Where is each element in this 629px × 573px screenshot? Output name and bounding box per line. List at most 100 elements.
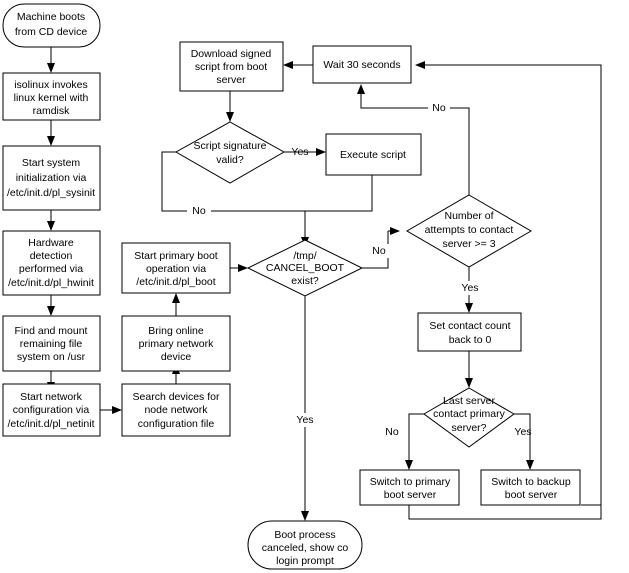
pl-boot-shape bbox=[121, 242, 231, 294]
node-netinit[interactable]: Start network configuration via /etc/ini… bbox=[2, 383, 101, 437]
download-script-line-1: Download signed bbox=[191, 48, 272, 60]
sysinit-line-2: initialization via bbox=[16, 172, 87, 184]
node-pl-boot[interactable]: Start primary boot operation via /etc/in… bbox=[121, 242, 231, 294]
reset-count-line-1: Set contact count bbox=[429, 320, 510, 332]
download-script-line-3: server bbox=[216, 74, 246, 86]
execute-script-line-1: Execute script bbox=[340, 149, 406, 161]
connectors bbox=[47, 47, 602, 521]
arrow-last-no-to-primary bbox=[405, 460, 413, 470]
label-cancel-no: No bbox=[372, 245, 386, 257]
pl-boot-line-1: Start primary boot bbox=[134, 250, 218, 262]
isolinux-line-3: ramdisk bbox=[33, 105, 71, 117]
wait-30-line-1: Wait 30 seconds bbox=[323, 59, 400, 71]
node-cancel-boot-decision[interactable]: /tmp/ CANCEL_BOOT exist? bbox=[246, 239, 364, 297]
bring-online-line-2: primary network bbox=[139, 338, 214, 350]
node-hwinit[interactable]: Hardware detection performed via /etc/in… bbox=[2, 230, 101, 296]
edge-execute-to-cancel bbox=[305, 175, 373, 212]
last-server-shape bbox=[423, 387, 515, 448]
arrow-last-yes-to-backup bbox=[526, 460, 534, 470]
last-server-line-1: Last server bbox=[443, 395, 495, 407]
attempts-shape bbox=[406, 194, 532, 268]
mount-usr-line-2: remaining file bbox=[20, 338, 83, 350]
hwinit-line-2: detection bbox=[30, 250, 73, 262]
attempts-line-3: server >= 3 bbox=[442, 238, 495, 250]
netinit-line-2: configuration via bbox=[13, 404, 90, 416]
node-switch-backup[interactable]: Switch to backup boot server bbox=[480, 469, 581, 506]
arrow-netinit-to-search bbox=[112, 406, 122, 414]
cancel-boot-line-3: exist? bbox=[291, 275, 319, 287]
sysinit-shape bbox=[2, 145, 101, 211]
boot-canceled-line-3: login prompt bbox=[276, 555, 334, 567]
label-signature-no: No bbox=[192, 205, 206, 217]
netinit-line-3: /etc/init.d/pl_netinit bbox=[8, 418, 95, 430]
mount-usr-line-3: system on /usr bbox=[17, 351, 86, 363]
label-attempts-yes: Yes bbox=[461, 282, 478, 294]
arrow-bringonline-to-plboot bbox=[172, 293, 180, 303]
bring-online-shape bbox=[121, 315, 231, 372]
node-switch-primary[interactable]: Switch to primary boot server bbox=[359, 469, 460, 506]
pl-boot-line-2: operation via bbox=[146, 263, 206, 275]
node-signature-decision[interactable]: Script signature valid? bbox=[174, 121, 286, 184]
node-mount-usr[interactable]: Find and mount remaining file system on … bbox=[2, 315, 101, 372]
node-wait-30-seconds[interactable]: Wait 30 seconds bbox=[312, 45, 412, 84]
node-execute-script[interactable]: Execute script bbox=[325, 133, 422, 176]
edge-primary-feedback bbox=[408, 64, 602, 520]
arrow-isolinux-to-sysinit bbox=[47, 136, 55, 146]
arrow-hwinit-to-mount bbox=[47, 306, 55, 316]
cancel-boot-line-2: CANCEL_BOOT bbox=[266, 262, 345, 274]
reset-count-line-2: back to 0 bbox=[449, 334, 492, 346]
cancel-boot-shape bbox=[246, 239, 364, 297]
label-last-yes: Yes bbox=[514, 426, 531, 438]
download-script-line-2: script from boot bbox=[195, 61, 267, 73]
last-server-line-3: server? bbox=[451, 422, 486, 434]
label-cancel-yes-bg bbox=[293, 413, 317, 427]
node-last-server-decision[interactable]: Last server contact primary server? bbox=[423, 387, 515, 448]
label-attempts-no: No bbox=[432, 102, 446, 114]
boot-canceled-line-1: Boot process bbox=[274, 529, 335, 541]
switch-primary-shape bbox=[359, 469, 460, 506]
arrow-plboot-to-cancelboot bbox=[238, 264, 248, 272]
bring-online-line-1: Bring online bbox=[148, 325, 204, 337]
arrow-attempts-no-to-wait bbox=[357, 84, 365, 94]
node-boot-canceled[interactable]: Boot process canceled, show co login pro… bbox=[247, 520, 363, 570]
node-bring-online[interactable]: Bring online primary network device bbox=[121, 315, 231, 372]
machine-boots-line-1: Machine boots bbox=[17, 11, 85, 23]
label-attempts-yes-bg bbox=[458, 281, 482, 295]
node-sysinit[interactable]: Start system initialization via /etc/ini… bbox=[2, 145, 101, 211]
node-download-script[interactable]: Download signed script from boot server bbox=[179, 41, 284, 92]
edge-attempts-no bbox=[360, 92, 470, 195]
switch-primary-line-1: Switch to primary bbox=[370, 476, 451, 488]
isolinux-line-2: linux kernel with bbox=[14, 92, 89, 104]
cancel-boot-line-1: /tmp/ bbox=[293, 250, 316, 262]
switch-backup-shape bbox=[480, 469, 581, 506]
search-devices-line-1: Search devices for bbox=[133, 391, 220, 403]
node-attempts-decision[interactable]: Number of attempts to contact server >= … bbox=[406, 194, 532, 268]
sysinit-line-3: /etc/init.d/pl_sysinit bbox=[7, 187, 95, 199]
label-attempts-no-bg bbox=[428, 101, 450, 115]
sysinit-line-1: Start system bbox=[22, 157, 81, 169]
mount-usr-shape bbox=[2, 315, 101, 372]
label-signature-no-bg bbox=[187, 204, 211, 218]
label-cancel-yes: Yes bbox=[296, 414, 313, 426]
label-last-no: No bbox=[385, 426, 399, 438]
arrow-cancel-yes-to-terminator bbox=[301, 511, 309, 521]
node-machine-boots[interactable]: Machine boots from CD device bbox=[2, 3, 101, 48]
label-signature-yes: Yes bbox=[291, 146, 308, 158]
node-isolinux[interactable]: isolinux invokes linux kernel with ramdi… bbox=[2, 72, 101, 121]
edge-signature-no bbox=[161, 151, 306, 240]
netinit-shape bbox=[2, 383, 101, 437]
edge-labels: Yes No No Yes No Yes No Yes bbox=[187, 101, 532, 438]
signature-line-1: Script signature bbox=[194, 140, 267, 152]
hwinit-line-1: Hardware bbox=[28, 237, 74, 249]
node-search-devices[interactable]: Search devices for node network configur… bbox=[121, 383, 231, 437]
isolinux-line-1: isolinux invokes bbox=[14, 79, 88, 91]
arrow-machine-to-isolinux bbox=[47, 63, 55, 73]
signature-shape bbox=[174, 121, 286, 184]
edge-cancel-no bbox=[362, 231, 389, 269]
node-reset-count[interactable]: Set contact count back to 0 bbox=[417, 312, 522, 352]
signature-line-2: valid? bbox=[216, 154, 244, 166]
search-devices-line-2: node network bbox=[144, 404, 208, 416]
arrow-wait-to-download bbox=[283, 61, 293, 69]
